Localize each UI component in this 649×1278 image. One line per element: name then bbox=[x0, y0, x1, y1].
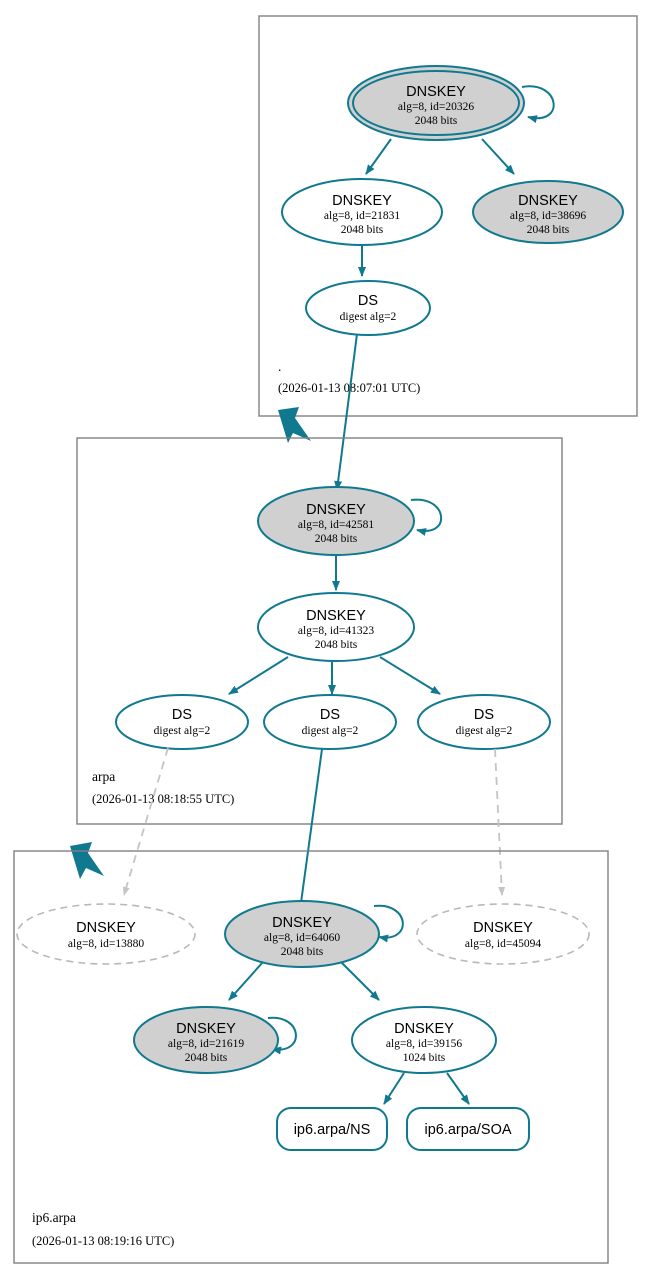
edge-ksk21619-self-loop bbox=[267, 1016, 297, 1055]
node-dnskey-64060-params: alg=8, id=64060 bbox=[264, 932, 340, 944]
node-dnskey-20326-inner-ellipse bbox=[352, 70, 520, 136]
node-ds-arpa-label: DS bbox=[358, 293, 378, 309]
node-rrset-ns-box bbox=[276, 1107, 388, 1151]
zone-ip6arpa-border bbox=[13, 850, 609, 1264]
node-dnskey-64060-bits: 2048 bits bbox=[281, 946, 324, 958]
edge-zsk39156-to-rrset-ns bbox=[383, 1072, 405, 1105]
node-dnskey-13880-ellipse bbox=[16, 903, 196, 965]
node-dnskey-45094[interactable]: DNSKEY alg=8, id=45094 bbox=[416, 903, 590, 965]
node-dnskey-39156[interactable]: DNSKEY alg=8, id=39156 1024 bits bbox=[351, 1006, 497, 1074]
node-ds-a-label: DS bbox=[172, 707, 192, 723]
node-ds-arpa[interactable]: DS digest alg=2 bbox=[305, 280, 431, 336]
node-dnskey-42581-ellipse bbox=[257, 486, 415, 556]
zone-ip6arpa-timestamp: (2026-01-13 08:19:16 UTC) bbox=[32, 1234, 174, 1248]
node-rrset-ns[interactable]: ip6.arpa/NS bbox=[276, 1107, 388, 1151]
node-ds-c[interactable]: DS digest alg=2 bbox=[417, 694, 551, 750]
edge-zsk41323-to-ds-a bbox=[228, 656, 289, 695]
node-dnskey-38696-label: DNSKEY bbox=[518, 193, 578, 209]
zone-ip6arpa: DNSKEY alg=8, id=13880 DNSKEY alg=8, id=… bbox=[13, 850, 609, 1264]
edge-zsk41323-to-ds-c bbox=[379, 656, 441, 695]
node-ds-b-label: DS bbox=[320, 707, 340, 723]
edge-ksk20326-to-zsk38696 bbox=[481, 138, 515, 175]
zone-delegation-arrow-root-to-arpa bbox=[278, 407, 311, 443]
edge-ksk64060-to-zsk39156 bbox=[340, 961, 380, 1001]
node-ds-arpa-digest: digest alg=2 bbox=[340, 311, 397, 323]
node-ds-b-ellipse bbox=[263, 694, 397, 750]
edge-ksk64060-self-loop bbox=[373, 904, 404, 943]
node-dnskey-20326[interactable]: DNSKEY alg=8, id=20326 2048 bits bbox=[347, 65, 525, 141]
zone-root-name: . bbox=[278, 359, 281, 374]
node-dnskey-38696-ellipse bbox=[472, 180, 624, 244]
node-rrset-ns-label: ip6.arpa/NS bbox=[294, 1122, 371, 1138]
node-dnskey-42581-label: DNSKEY bbox=[306, 502, 366, 518]
node-ds-a[interactable]: DS digest alg=2 bbox=[115, 694, 249, 750]
node-dnskey-21831-params: alg=8, id=21831 bbox=[324, 210, 400, 222]
node-dnskey-41323[interactable]: DNSKEY alg=8, id=41323 2048 bits bbox=[257, 592, 415, 662]
zone-arpa: DNSKEY alg=8, id=42581 2048 bits DNSKEY … bbox=[76, 437, 563, 825]
node-dnskey-64060[interactable]: DNSKEY alg=8, id=64060 2048 bits bbox=[224, 900, 380, 968]
node-dnskey-39156-bits: 1024 bits bbox=[403, 1052, 446, 1064]
node-dnskey-20326-bits: 2048 bits bbox=[415, 115, 458, 127]
node-dnskey-21831-bits: 2048 bits bbox=[341, 224, 384, 236]
node-dnskey-64060-ellipse bbox=[224, 900, 380, 968]
node-rrset-soa[interactable]: ip6.arpa/SOA bbox=[406, 1107, 530, 1151]
edge-ksk42581-self-loop bbox=[410, 498, 443, 536]
node-dnskey-13880[interactable]: DNSKEY alg=8, id=13880 bbox=[16, 903, 196, 965]
edge-ds-a-to-key13880 bbox=[122, 747, 169, 896]
zone-arpa-border bbox=[76, 437, 563, 825]
node-dnskey-64060-label: DNSKEY bbox=[272, 915, 332, 931]
node-dnskey-20326-label: DNSKEY bbox=[406, 84, 466, 100]
node-dnskey-13880-params: alg=8, id=13880 bbox=[68, 938, 144, 950]
node-ds-arpa-ellipse bbox=[305, 280, 431, 336]
node-ds-c-ellipse bbox=[417, 694, 551, 750]
node-dnskey-21619[interactable]: DNSKEY alg=8, id=21619 2048 bits bbox=[133, 1006, 279, 1074]
edge-ds-c-to-key45094 bbox=[494, 748, 506, 896]
node-dnskey-20326-params: alg=8, id=20326 bbox=[398, 101, 474, 113]
node-dnskey-42581-bits: 2048 bits bbox=[315, 533, 358, 545]
node-dnskey-39156-params: alg=8, id=39156 bbox=[386, 1038, 462, 1050]
zone-arpa-name: arpa bbox=[92, 769, 115, 784]
node-dnskey-42581[interactable]: DNSKEY alg=8, id=42581 2048 bits bbox=[257, 486, 415, 556]
node-dnskey-38696-params: alg=8, id=38696 bbox=[510, 210, 586, 222]
node-dnskey-41323-ellipse bbox=[257, 592, 415, 662]
node-dnskey-13880-label: DNSKEY bbox=[76, 920, 136, 936]
node-dnskey-21831-label: DNSKEY bbox=[332, 193, 392, 209]
node-ds-b[interactable]: DS digest alg=2 bbox=[263, 694, 397, 750]
node-dnskey-41323-bits: 2048 bits bbox=[315, 639, 358, 651]
node-dnskey-39156-label: DNSKEY bbox=[394, 1021, 454, 1037]
node-dnskey-21619-bits: 2048 bits bbox=[185, 1052, 228, 1064]
node-ds-c-digest: digest alg=2 bbox=[456, 725, 513, 737]
node-ds-a-digest: digest alg=2 bbox=[154, 725, 211, 737]
node-dnskey-42581-params: alg=8, id=42581 bbox=[298, 519, 374, 531]
node-ds-a-ellipse bbox=[115, 694, 249, 750]
edge-ksk64060-to-ksk21619 bbox=[228, 961, 264, 1001]
node-dnskey-45094-params: alg=8, id=45094 bbox=[465, 938, 541, 950]
edge-ds-b-to-ksk64060 bbox=[297, 748, 323, 911]
node-dnskey-21619-ellipse bbox=[133, 1006, 279, 1074]
node-ds-b-digest: digest alg=2 bbox=[302, 725, 359, 737]
node-rrset-soa-box bbox=[406, 1107, 530, 1151]
edge-zsk39156-to-rrset-soa bbox=[446, 1072, 470, 1105]
node-dnskey-39156-ellipse bbox=[351, 1006, 497, 1074]
edge-ksk20326-to-zsk21831 bbox=[365, 138, 392, 175]
node-dnskey-45094-ellipse bbox=[416, 903, 590, 965]
zone-root: DNSKEY alg=8, id=20326 2048 bits DNSKEY … bbox=[258, 15, 638, 417]
zone-ip6arpa-name: ip6.arpa bbox=[32, 1210, 76, 1225]
node-dnskey-38696[interactable]: DNSKEY alg=8, id=38696 2048 bits bbox=[472, 180, 624, 244]
zone-root-border bbox=[258, 15, 638, 417]
edge-ds-arpa-to-ksk42581 bbox=[334, 333, 358, 491]
node-dnskey-41323-label: DNSKEY bbox=[306, 608, 366, 624]
zone-arpa-timestamp: (2026-01-13 08:18:55 UTC) bbox=[92, 792, 234, 806]
node-dnskey-21619-label: DNSKEY bbox=[176, 1021, 236, 1037]
node-dnskey-45094-label: DNSKEY bbox=[473, 920, 533, 936]
node-dnskey-21619-params: alg=8, id=21619 bbox=[168, 1038, 244, 1050]
node-dnskey-21831-ellipse bbox=[281, 178, 443, 246]
node-dnskey-21831[interactable]: DNSKEY alg=8, id=21831 2048 bits bbox=[281, 178, 443, 246]
edge-ksk20326-self-loop bbox=[521, 85, 555, 123]
node-ds-c-label: DS bbox=[474, 707, 494, 723]
node-rrset-soa-label: ip6.arpa/SOA bbox=[424, 1122, 511, 1138]
node-dnskey-41323-params: alg=8, id=41323 bbox=[298, 625, 374, 637]
node-dnskey-38696-bits: 2048 bits bbox=[527, 224, 570, 236]
